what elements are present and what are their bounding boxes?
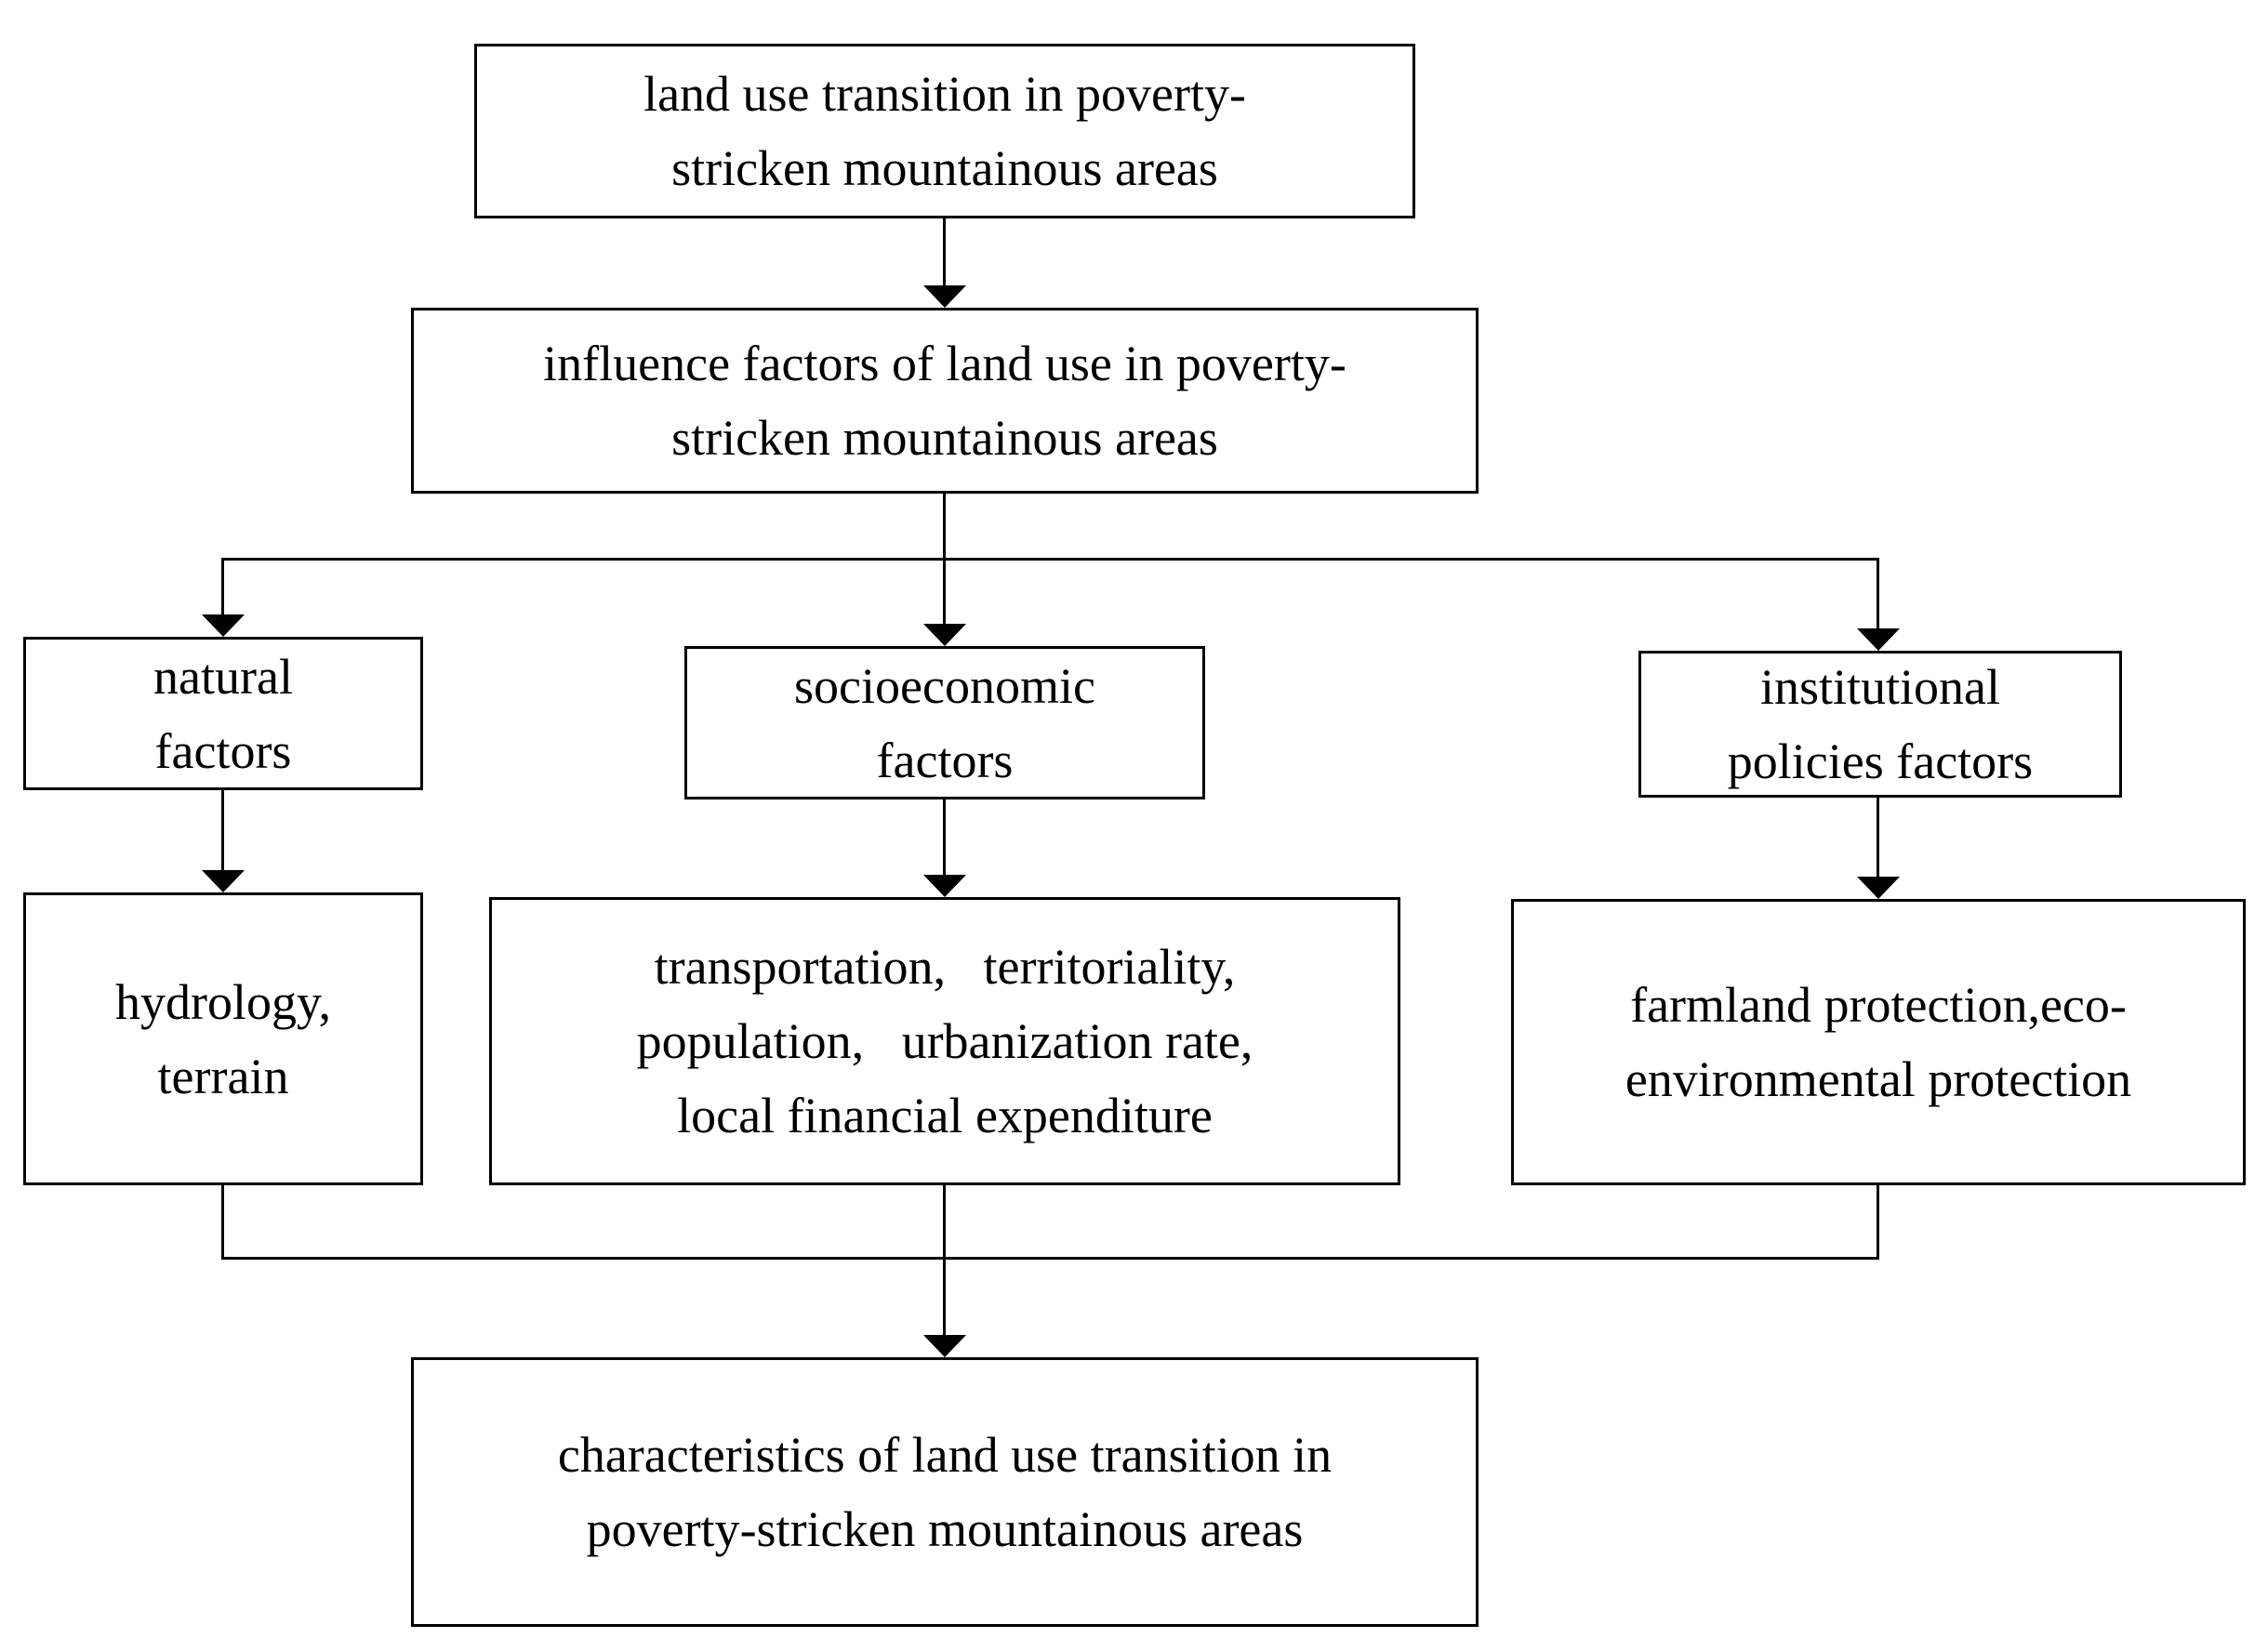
connector-branch-to-natural-line — [221, 558, 224, 616]
arrowhead-branch-to-socioeconomic-icon — [923, 624, 966, 646]
connector-institutional-to-detail-line — [1877, 798, 1879, 878]
node-land-use-transition-label: land use transition in poverty- stricken… — [643, 66, 1246, 196]
node-influence-factors: influence factors of land use in poverty… — [411, 308, 1479, 494]
connector-branch-line — [221, 558, 1879, 561]
connector-top-to-influence-line — [943, 218, 946, 287]
arrowhead-natural-to-detail-icon — [202, 870, 245, 892]
connector-converge-line — [221, 1257, 1879, 1260]
node-natural-factors: natural factors — [23, 637, 423, 790]
node-land-use-transition: land use transition in poverty- stricken… — [474, 44, 1415, 218]
node-transportation-population: transportation, territoriality, populati… — [489, 897, 1400, 1185]
connector-natural-to-detail-line — [221, 790, 224, 872]
node-transportation-population-label: transportation, territoriality, populati… — [636, 939, 1253, 1143]
node-institutional-policies-factors: institutional policies factors — [1638, 651, 2122, 798]
connector-farmland-down-line — [1877, 1185, 1879, 1260]
arrowhead-socioeconomic-to-detail-icon — [923, 875, 966, 897]
arrowhead-institutional-to-detail-icon — [1857, 877, 1900, 899]
connector-branch-to-institutional-line — [1877, 558, 1879, 630]
connector-socioeconomic-to-detail-line — [943, 799, 946, 877]
connector-branch-to-socioeconomic-line — [943, 561, 946, 626]
node-hydrology-terrain: hydrology, terrain — [23, 892, 423, 1185]
node-farmland-protection-label: farmland protection,eco- environmental p… — [1625, 977, 2132, 1107]
node-socioeconomic-factors: socioeconomic factors — [684, 646, 1205, 799]
connector-influence-stem-line — [943, 494, 946, 561]
connector-hydrology-down-line — [221, 1185, 224, 1260]
node-institutional-policies-factors-label: institutional policies factors — [1727, 659, 2034, 789]
arrowhead-branch-to-institutional-icon — [1857, 628, 1900, 651]
node-characteristics-label: characteristics of land use transition i… — [557, 1427, 1333, 1557]
node-socioeconomic-factors-label: socioeconomic factors — [794, 657, 1095, 788]
node-natural-factors-label: natural factors — [153, 648, 293, 779]
node-influence-factors-label: influence factors of land use in poverty… — [543, 336, 1346, 466]
connector-transportation-down-line — [943, 1185, 946, 1260]
connector-converge-to-outcome-line — [943, 1260, 946, 1337]
arrowhead-branch-to-natural-icon — [202, 614, 245, 637]
arrowhead-converge-to-outcome-icon — [923, 1335, 966, 1357]
node-farmland-protection: farmland protection,eco- environmental p… — [1511, 899, 2246, 1185]
arrowhead-top-to-influence-icon — [923, 285, 966, 308]
node-hydrology-terrain-label: hydrology, terrain — [115, 973, 331, 1104]
node-characteristics: characteristics of land use transition i… — [411, 1357, 1479, 1627]
